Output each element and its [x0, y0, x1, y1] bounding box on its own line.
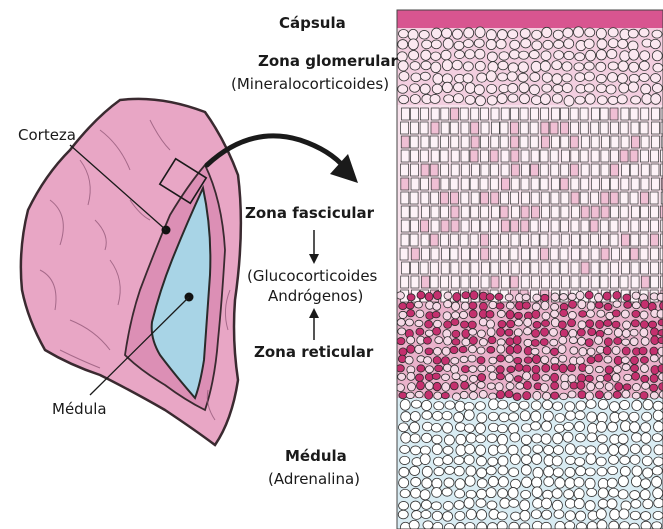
glomerular-zone-label: Zona glomerular [258, 52, 398, 70]
reticular-zone-label: Zona reticular [254, 343, 373, 361]
medulla-zone-label: Médula [285, 447, 347, 465]
capsule-layer [397, 10, 663, 30]
fascicular-hormones-line2: Andrógenos) [268, 287, 363, 305]
capsule-label: Cápsula [279, 14, 346, 32]
cortex-label: Corteza [18, 126, 76, 144]
fascicular-zone-label: Zona fascicular [245, 204, 374, 222]
medulla-hormone-label: (Adrenalina) [268, 470, 360, 488]
medulla-left-label: Médula [52, 400, 107, 418]
fascicular-hormones-line1: (Glucocorticoides [247, 267, 377, 285]
glomerular-hormone-label: (Mineralocorticoides) [231, 75, 389, 93]
